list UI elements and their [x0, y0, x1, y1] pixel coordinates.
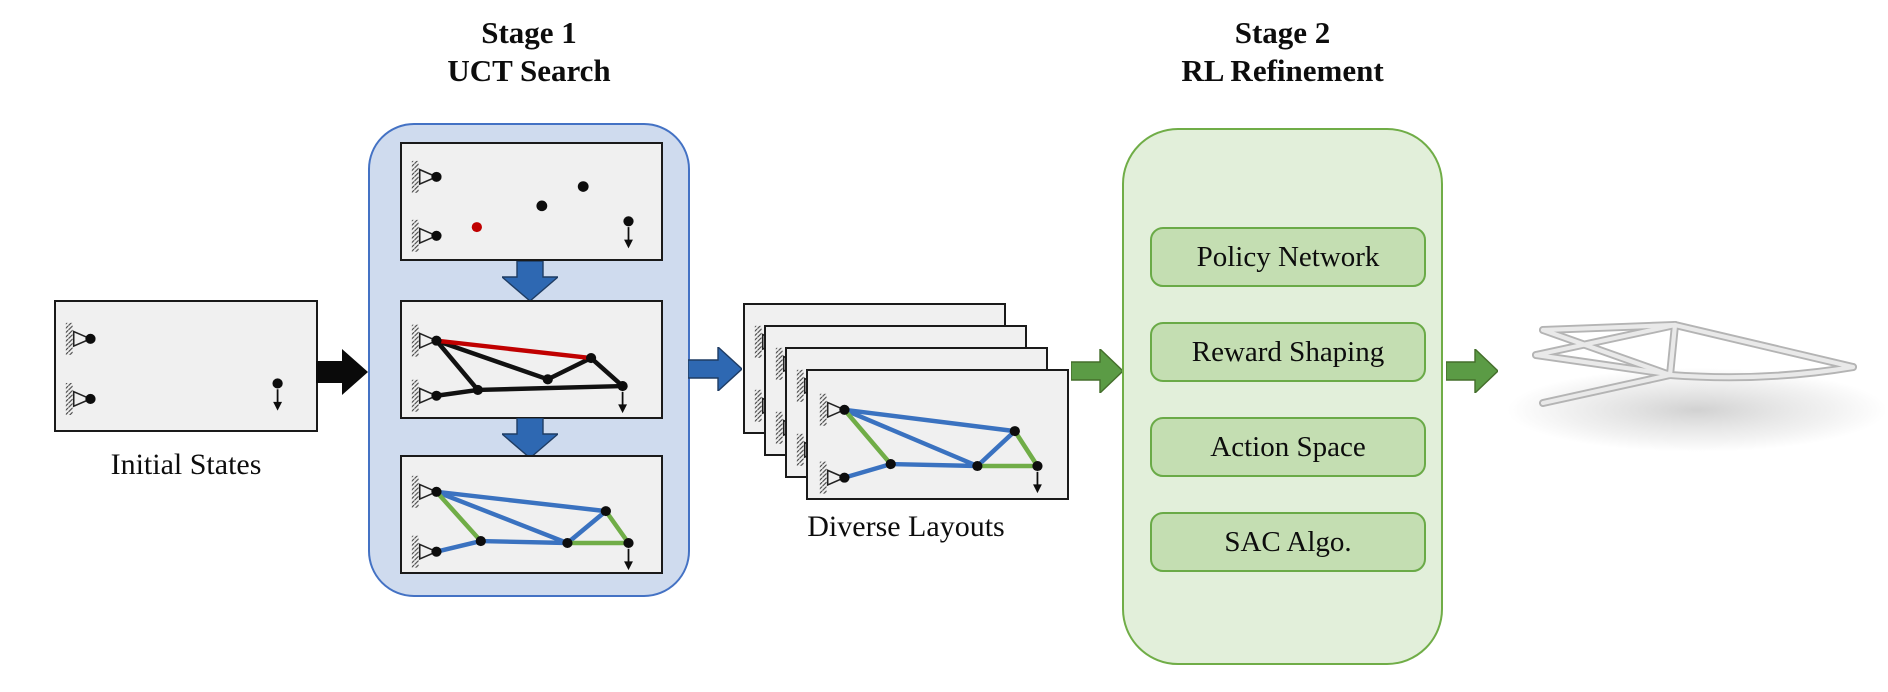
truss-shadow: [1507, 368, 1887, 452]
diverse-layouts-caption: Diverse Layouts: [807, 510, 1005, 543]
flow-arrow-blue: [688, 347, 742, 391]
layout-sheet-front-diagram: [819, 392, 1044, 495]
truss-node: [577, 181, 589, 192]
uct-sampled-nodes-diagram: [411, 160, 635, 253]
support-icon: [411, 534, 443, 569]
support-icon: [411, 160, 443, 194]
stage1-title-line1: Stage 1: [481, 15, 577, 50]
support-icon: [411, 323, 443, 358]
stage2-title-line1: Stage 2: [1234, 15, 1331, 50]
new-node-red: [471, 222, 482, 233]
initial-states-diagram: [65, 322, 284, 416]
uct-refined-truss-diagram: [411, 475, 635, 571]
stage2-title: Stage 2 RL Refinement: [1122, 14, 1443, 90]
optimized-truss-render: [1507, 321, 1887, 452]
support-icon: [411, 379, 443, 413]
support-icon: [819, 392, 851, 427]
flow-arrow-black: [316, 349, 368, 395]
uct-refined-truss-panel: [400, 455, 663, 574]
stage1-title: Stage 1 UCT Search: [368, 14, 690, 90]
module-label: Reward Shaping: [1191, 335, 1385, 368]
initial-states-caption: Initial States: [110, 448, 262, 481]
stage2-module-reward-shaping: Reward Shaping: [1150, 322, 1426, 382]
support-icon: [65, 382, 97, 416]
support-icon: [411, 475, 443, 509]
truss-tubes-highlight: [1533, 322, 1856, 406]
load-arrow-icon: [271, 377, 284, 412]
load-arrow-icon: [1031, 460, 1044, 495]
uct-candidate-truss-panel: [400, 300, 663, 419]
stage2-module-policy-network: Policy Network: [1150, 227, 1426, 287]
module-label: Action Space: [1210, 430, 1366, 463]
initial-states-panel: [54, 300, 318, 432]
support-icon: [819, 460, 851, 495]
flow-arrow-down-1: [502, 261, 558, 301]
stage2-container: [1122, 128, 1443, 665]
flow-arrow-green-1: [1071, 349, 1123, 393]
flow-arrow-down-2: [502, 418, 558, 458]
flow-arrow-green-2: [1446, 349, 1498, 393]
load-arrow-icon: [622, 537, 635, 571]
uct-sampled-nodes-panel: [400, 142, 663, 261]
truss-node: [536, 200, 548, 212]
new-member-red: [434, 338, 594, 361]
load-arrow-icon: [616, 380, 629, 415]
layout-sheet-front: [806, 369, 1069, 500]
support-icon: [411, 219, 443, 253]
load-arrow-icon: [622, 215, 635, 250]
module-label: Policy Network: [1196, 240, 1380, 273]
support-icon: [65, 322, 97, 356]
module-label: SAC Algo.: [1224, 525, 1352, 558]
stage2-module-sac-algo: SAC Algo.: [1150, 512, 1426, 572]
stage2-title-line2: RL Refinement: [1181, 53, 1384, 88]
uct-candidate-truss-diagram: [411, 323, 629, 415]
stage1-title-line2: UCT Search: [447, 53, 611, 88]
stage2-module-action-space: Action Space: [1150, 417, 1426, 477]
